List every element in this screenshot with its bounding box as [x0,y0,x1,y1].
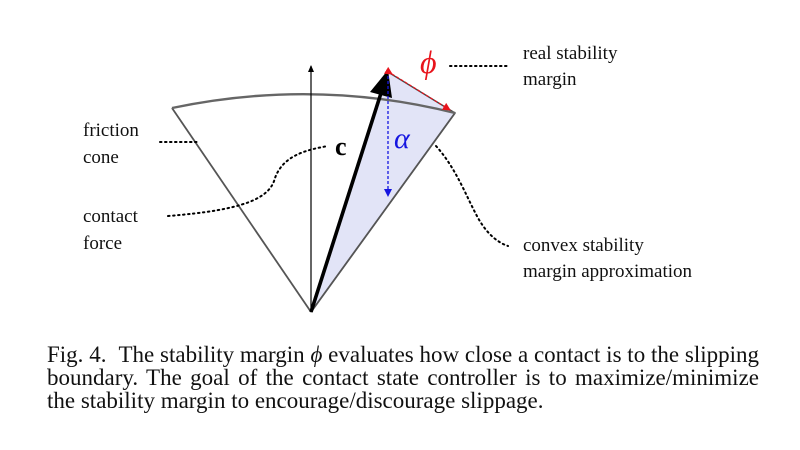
figure-number: Fig. 4. [47,342,107,367]
convex-margin-label-line1: convex stability [523,235,644,256]
contact-force-leader [167,145,329,217]
stability-margin-diagram [159,65,511,313]
friction-cone-left-edge [171,107,312,313]
phi-arrow [383,66,451,111]
contact-force-label-line2: force [83,233,123,254]
phi-symbol: ϕ [420,44,437,80]
alpha-symbol: α [394,122,410,155]
convex-margin-label-line2: margin approximation [523,261,693,282]
convex-margin-leader [435,145,509,247]
real-margin-label-line2: margin [523,69,577,90]
friction-cone-label-line2: cone [83,147,119,168]
figure: ϕ α c friction cone contact force real s… [83,43,693,313]
caption-phi-symbol: ϕ [310,342,323,367]
contact-force-arrow [309,89,384,313]
figure-caption: Fig. 4. The stability margin ϕ evaluates … [47,343,759,412]
real-margin-label-line1: real stability [523,43,618,64]
caption-text-part1: The stability margin [118,342,311,367]
contact-force-symbol: c [335,132,347,161]
contact-force-label-line1: contact [83,206,138,227]
friction-cone-label-line1: friction [83,120,139,141]
caption-text-part2: evaluates how close a contact is to the … [47,342,760,413]
friction-cone-right-edge [310,112,456,313]
